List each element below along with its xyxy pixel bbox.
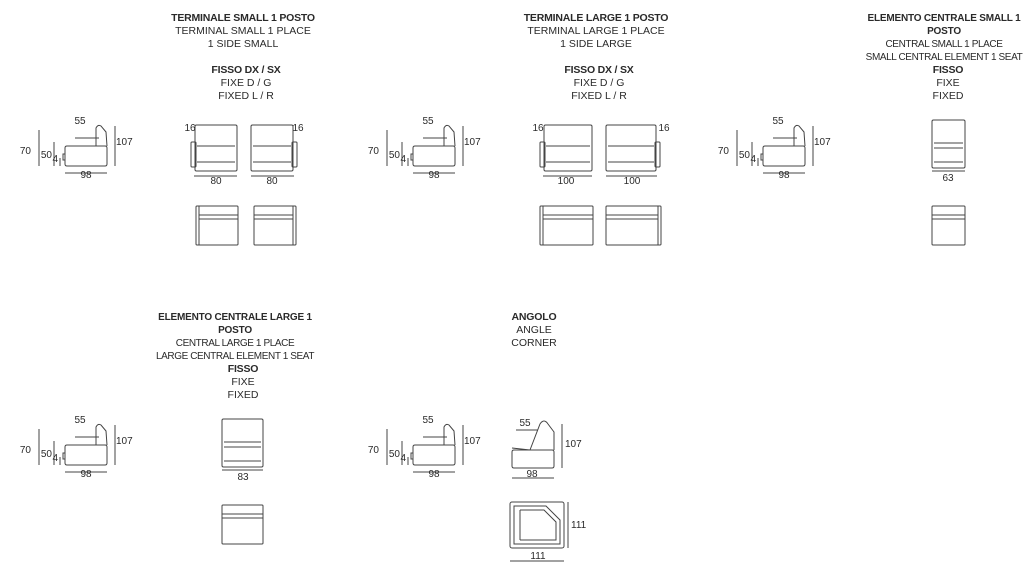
dim-top: 55: [422, 415, 434, 426]
fix-subtitle: FIXED L / R: [218, 90, 274, 102]
plan-view-central-small: [931, 205, 966, 246]
plan-view-terminal-small: [195, 205, 297, 246]
section-subtitle: TERMINAL LARGE 1 PLACE: [527, 25, 665, 37]
section-title: ANGOLO: [511, 311, 557, 323]
dim-top: 55: [74, 116, 86, 127]
header-central-large: ELEMENTO CENTRALE LARGE 1 POSTO CENTRAL …: [150, 311, 320, 363]
plan-view-central-large: [221, 504, 264, 545]
dim-height: 107: [116, 436, 133, 447]
fix-title: FISSO DX / SX: [211, 64, 281, 76]
section-subtitle: CENTRAL LARGE 1 PLACE: [175, 338, 295, 349]
plan-view-corner: [509, 501, 569, 562]
section-subtitle: TERMINAL SMALL 1 PLACE: [175, 25, 311, 37]
fix-subtitle: FIXED L / R: [571, 90, 627, 102]
dim-height: 107: [565, 439, 582, 450]
dim-leg: 4: [52, 453, 58, 464]
front-view-central-large: [221, 418, 264, 471]
dim-back: 70: [718, 146, 730, 157]
fix-subtitle: FIXED: [932, 90, 964, 102]
fix-subtitle: FIXE: [936, 77, 960, 89]
section-title: TERMINALE LARGE 1 POSTO: [523, 12, 669, 24]
dim-depth: 98: [526, 469, 538, 480]
dim-seat: 50: [389, 449, 401, 460]
section-title: ELEMENTO CENTRALE LARGE 1 POSTO: [158, 312, 312, 336]
fix-terminal-small: FISSO DX / SX FIXE D / G FIXED L / R: [166, 64, 326, 103]
dim-width: 63: [942, 173, 954, 184]
dim-top: 55: [422, 116, 434, 127]
dim-top: 55: [74, 415, 86, 426]
dim-seat: 50: [41, 449, 53, 460]
dim-width: 100: [624, 176, 641, 187]
dim-width: 83: [237, 472, 249, 483]
dim-width: 80: [210, 176, 222, 187]
dim-depth: 98: [428, 170, 440, 181]
fix-subtitle: FIXED: [227, 389, 259, 401]
header-terminal-large: TERMINALE LARGE 1 POSTO TERMINAL LARGE 1…: [496, 12, 696, 51]
section-title: ELEMENTO CENTRALE SMALL 1 POSTO: [867, 13, 1021, 37]
header-central-small: ELEMENTO CENTRALE SMALL 1 POSTO CENTRAL …: [864, 12, 1024, 64]
fix-title: FISSO: [227, 363, 259, 375]
header-terminal-small: TERMINALE SMALL 1 POSTO TERMINAL SMALL 1…: [143, 12, 343, 51]
fix-subtitle: FIXE D / G: [573, 77, 625, 89]
dim-leg: 4: [400, 453, 406, 464]
dim-back: 70: [368, 146, 380, 157]
section-subtitle: ANGLE: [516, 324, 552, 336]
dim-plan-height: 111: [571, 520, 587, 531]
dim-leg: 4: [750, 154, 756, 165]
dim-arm: 16: [658, 123, 670, 134]
fix-central-large: FISSO FIXE FIXED: [193, 363, 293, 402]
dim-seat: 50: [389, 150, 401, 161]
section-subtitle: CENTRAL SMALL 1 PLACE: [885, 39, 1003, 50]
dim-arm: 16: [184, 123, 196, 134]
front-view-central-small: [931, 119, 966, 172]
dim-height: 107: [464, 436, 481, 447]
side-view-central-small: 55 107 70 50 4 98: [718, 116, 831, 181]
section-subtitle: 1 SIDE LARGE: [560, 38, 632, 50]
dim-height: 107: [814, 137, 831, 148]
dim-leg: 4: [400, 154, 406, 165]
fix-central-small: FISSO FIXE FIXED: [898, 64, 998, 103]
dim-height: 107: [116, 137, 133, 148]
section-title: TERMINALE SMALL 1 POSTO: [171, 12, 315, 24]
dim-top: 55: [519, 418, 531, 429]
dim-seat: 50: [41, 150, 53, 161]
dim-height: 107: [464, 137, 481, 148]
dim-top: 55: [772, 116, 784, 127]
dim-depth: 98: [428, 469, 440, 480]
dim-leg: 4: [52, 154, 58, 165]
dim-width: 80: [266, 176, 278, 187]
fix-title: FISSO: [932, 64, 964, 76]
dim-seat: 50: [739, 150, 751, 161]
dim-width: 100: [558, 176, 575, 187]
section-subtitle: LARGE CENTRAL ELEMENT 1 SEAT: [155, 351, 315, 362]
front-view-terminal-small: [190, 124, 298, 177]
side-view-terminal-large: 55 107 70 50 4 98: [368, 116, 481, 181]
side-view-central-large: 55 107 70 50 4 98: [20, 415, 133, 480]
dim-arm: 16: [532, 123, 544, 134]
fix-title: FISSO DX / SX: [564, 64, 634, 76]
dim-arm: 16: [292, 123, 304, 134]
fix-subtitle: FIXE D / G: [220, 77, 272, 89]
side-view-corner: [511, 420, 563, 479]
section-subtitle: SMALL CENTRAL ELEMENT 1 SEAT: [865, 52, 1023, 63]
dim-back: 70: [368, 445, 380, 456]
dim-depth: 98: [778, 170, 790, 181]
front-view-terminal-large: [539, 124, 661, 177]
header-corner: ANGOLO ANGLE CORNER: [484, 311, 584, 350]
section-subtitle: CORNER: [511, 337, 557, 349]
fix-terminal-large: FISSO DX / SX FIXE D / G FIXED L / R: [519, 64, 679, 103]
fix-subtitle: FIXE: [231, 376, 255, 388]
dim-back: 70: [20, 445, 32, 456]
plan-view-terminal-large: [539, 205, 662, 246]
dim-back: 70: [20, 146, 32, 157]
dim-depth: 98: [80, 469, 92, 480]
side-view-terminal-small: 55 107 70 50 4 98: [20, 116, 133, 181]
section-subtitle: 1 SIDE SMALL: [207, 38, 279, 50]
dim-plan-width: 111: [530, 551, 546, 562]
side-view-corner-left: 55 107 70 50 4 98: [368, 415, 481, 480]
dim-depth: 98: [80, 170, 92, 181]
